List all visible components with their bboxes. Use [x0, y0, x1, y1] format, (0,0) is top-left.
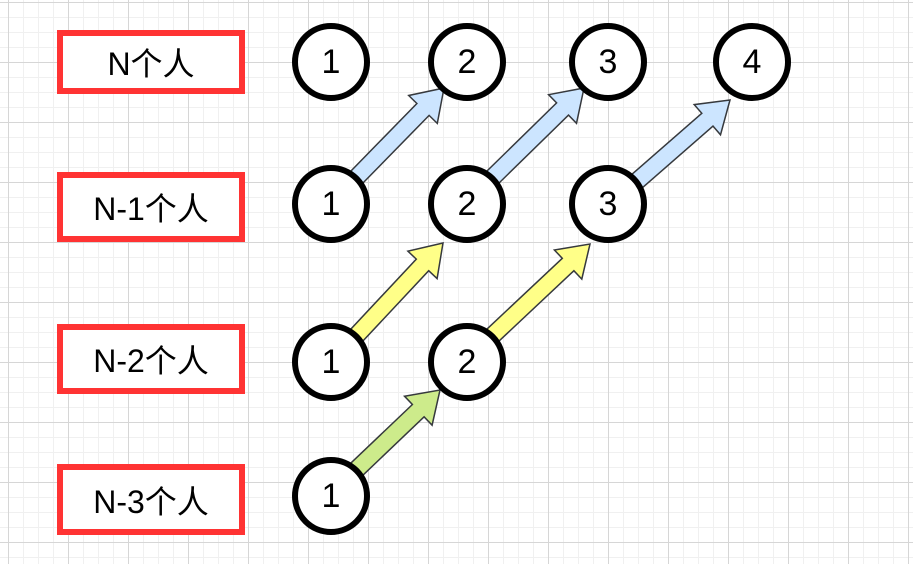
arrow-blue-icon	[629, 99, 732, 190]
row-label-text: N个人	[107, 46, 195, 82]
arrow-yellow-icon	[485, 243, 591, 344]
node-n-minus-3-1: 1	[292, 457, 370, 535]
node-n-minus-1-3: 3	[569, 165, 647, 243]
node-number: 1	[321, 342, 341, 381]
node-n-3: 3	[569, 23, 647, 101]
node-number: 4	[742, 42, 762, 81]
node-number: 1	[321, 184, 341, 223]
row-label-text: N-2个人	[93, 343, 209, 379]
node-number: 2	[457, 342, 477, 381]
node-n-minus-1-2: 2	[428, 165, 506, 243]
row-label-text: N-3个人	[93, 483, 209, 520]
node-n-minus-1-1: 1	[292, 165, 370, 243]
node-n-minus-2-2: 2	[428, 323, 506, 401]
arrow-green-icon	[349, 389, 441, 478]
arrow-blue-icon	[485, 87, 585, 186]
row-label-n-minus-2: N-2个人	[57, 324, 245, 394]
arrow-yellow-icon	[348, 242, 444, 343]
node-number: 1	[321, 476, 341, 515]
row-label-n: N个人	[57, 30, 245, 94]
row-label-n-minus-1: N-1个人	[57, 172, 245, 242]
row-label-text: N-1个人	[93, 191, 209, 227]
node-n-minus-2-1: 1	[292, 323, 370, 401]
node-number: 3	[598, 184, 618, 223]
row-label-n-minus-3: N-3个人	[57, 464, 245, 535]
node-number: 1	[321, 42, 341, 81]
node-number: 2	[457, 42, 477, 81]
arrow-blue-icon	[348, 87, 445, 185]
node-n-4: 4	[713, 23, 791, 101]
node-number: 3	[598, 42, 618, 81]
node-number: 2	[457, 184, 477, 223]
node-n-2: 2	[428, 23, 506, 101]
node-n-1: 1	[292, 23, 370, 101]
